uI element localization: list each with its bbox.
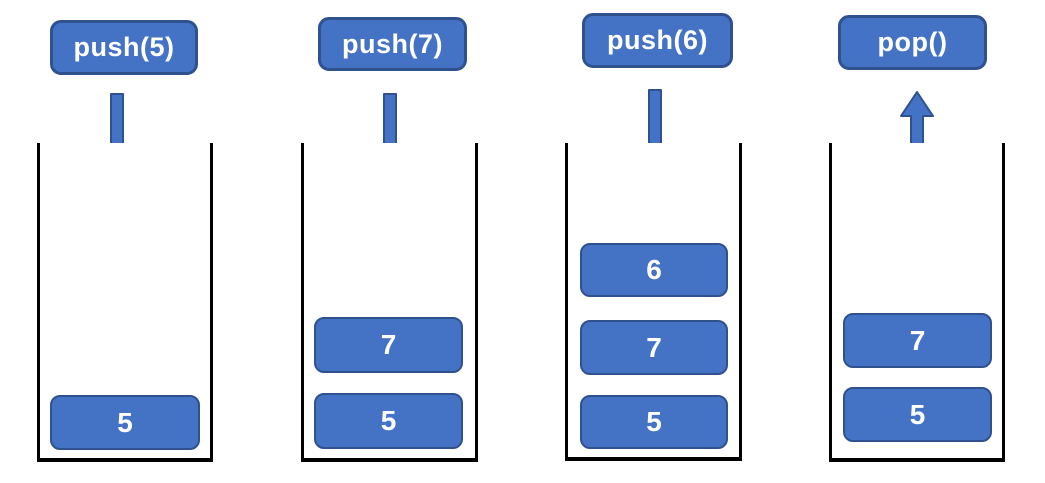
op-label-text: push(7) [342,28,443,59]
stack-block: 5 [843,387,992,442]
stack-container: 5 [37,143,213,462]
stack-value: 5 [117,406,133,438]
stack-block: 5 [50,395,200,450]
stack-container: 7 5 [829,143,1005,462]
stack-value: 5 [909,398,926,430]
stack-block: 7 [843,313,992,368]
stack-block: 6 [580,243,728,297]
stack-value: 5 [646,406,662,437]
stack-block: 5 [314,393,463,449]
stack-value: 5 [380,405,397,436]
push6-operation-label: push(6) [582,13,733,68]
stack-block: 7 [314,317,463,373]
panel-push-5: push(5) 5 [0,0,260,483]
push5-operation-label: push(5) [50,20,198,75]
op-label-text: push(6) [607,25,708,55]
stack-container: 7 5 [301,143,478,462]
op-label-text: push(5) [73,32,175,62]
stack-value: 6 [646,254,662,285]
stack-container: 6 7 5 [565,143,742,461]
pop-operation-label: pop() [838,15,987,70]
stack-block: 7 [580,320,728,375]
panel-push-6: push(6) 6 7 5 [540,0,800,483]
stack-value: 7 [380,329,397,360]
op-label-text: pop() [877,27,948,57]
panel-push-7: push(7) 7 5 [280,0,540,483]
stack-value: 7 [909,324,926,356]
stack-value: 7 [646,331,662,363]
panel-pop: pop() 7 5 [790,0,1045,483]
push7-operation-label: push(7) [318,17,467,71]
stack-block: 5 [580,395,728,449]
